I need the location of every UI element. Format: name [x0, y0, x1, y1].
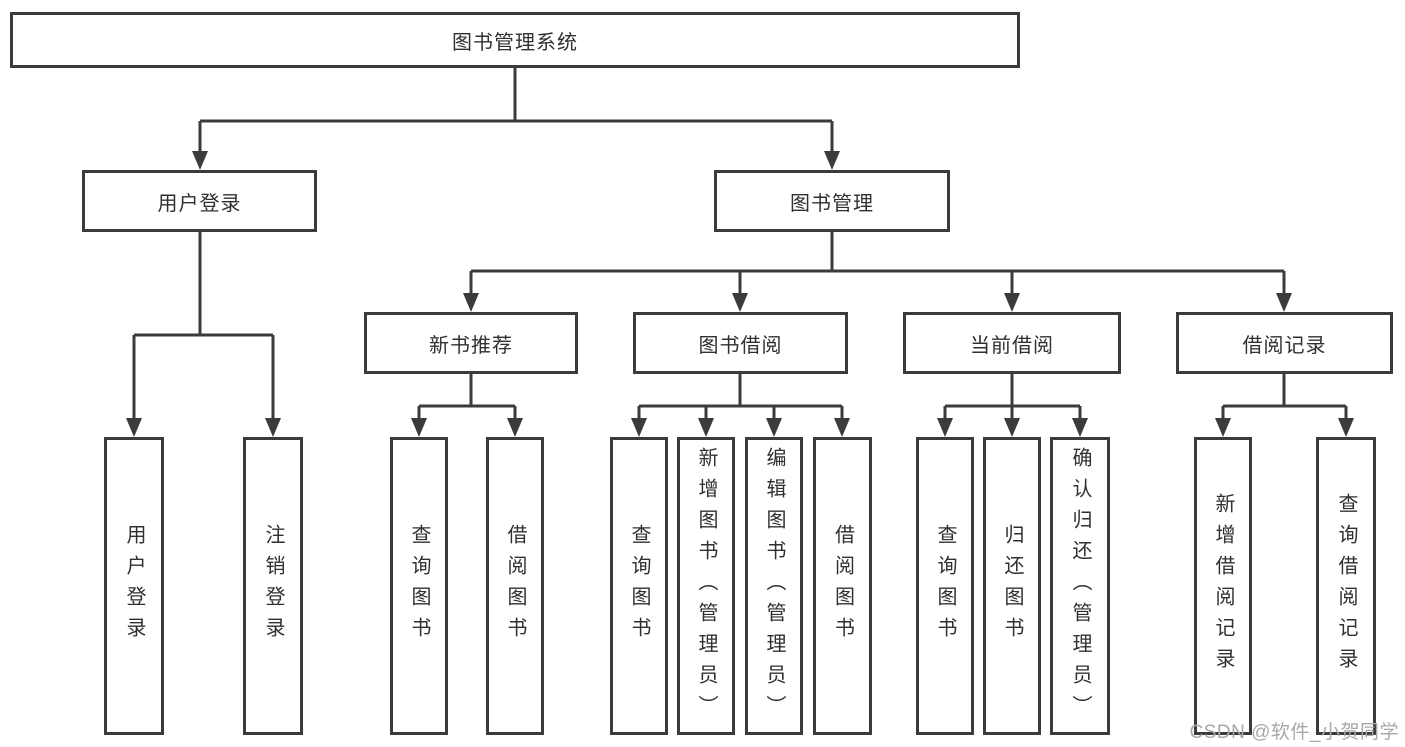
edge-new-book-children [417, 374, 517, 421]
leaf-query-books-current: 查询图书 [916, 437, 974, 735]
leaf-query-books-rec-label: 查询图书 [408, 524, 430, 648]
leaf-edit-books-admin: 编辑图书（管理员） [745, 437, 803, 735]
node-new-book-rec: 新书推荐 [364, 312, 578, 374]
leaf-return-books-label: 归还图书 [1001, 524, 1023, 648]
leaf-edit-books-admin-label: 编辑图书（管理员） [763, 446, 785, 726]
node-book-borrow: 图书借阅 [633, 312, 848, 374]
node-new-book-rec-label: 新书推荐 [429, 334, 513, 357]
node-user-login: 用户登录 [82, 170, 317, 232]
arrowheads [126, 151, 1354, 437]
leaf-user-login-label: 用户登录 [123, 524, 145, 648]
leaf-return-books: 归还图书 [983, 437, 1041, 735]
leaf-add-borrow-record-label: 新增借阅记录 [1212, 493, 1234, 679]
leaf-borrow-books-rec-label: 借阅图书 [504, 524, 526, 648]
leaf-add-books-admin-label: 新增图书（管理员） [695, 446, 717, 726]
node-root: 图书管理系统 [10, 12, 1020, 68]
node-borrow-records: 借阅记录 [1176, 312, 1393, 374]
leaf-logout-label: 注销登录 [262, 524, 284, 648]
leaf-query-books-borrow-label: 查询图书 [628, 524, 650, 648]
edge-root-to-level2 [198, 68, 834, 154]
leaf-user-login: 用户登录 [104, 437, 164, 735]
leaf-borrow-books-borrow: 借阅图书 [813, 437, 872, 735]
node-book-mgmt-label: 图书管理 [790, 192, 874, 215]
edge-borrow-records-children [1221, 374, 1348, 421]
edge-book-mgmt-children [469, 232, 1286, 296]
leaf-add-borrow-record: 新增借阅记录 [1194, 437, 1252, 735]
leaf-query-borrow-record-label: 查询借阅记录 [1335, 493, 1357, 679]
leaf-query-books-rec: 查询图书 [390, 437, 448, 735]
leaf-add-books-admin: 新增图书（管理员） [677, 437, 735, 735]
leaf-borrow-books-borrow-label: 借阅图书 [831, 524, 854, 648]
leaf-query-borrow-record: 查询借阅记录 [1316, 437, 1376, 735]
edge-current-borrow-children [943, 374, 1082, 421]
node-root-label: 图书管理系统 [452, 31, 578, 54]
csdn-watermark: CSDN @软件_小贺同学 [1189, 722, 1399, 743]
node-book-borrow-label: 图书借阅 [698, 334, 783, 357]
edge-user-login-children [132, 232, 275, 421]
edge-book-borrow-children [637, 374, 844, 421]
node-borrow-records-label: 借阅记录 [1242, 334, 1327, 357]
node-current-borrow-label: 当前借阅 [970, 334, 1054, 357]
leaf-borrow-books-rec: 借阅图书 [486, 437, 544, 735]
node-book-mgmt: 图书管理 [714, 170, 950, 232]
leaf-confirm-return-admin-label: 确认归还（管理员） [1069, 446, 1091, 726]
leaf-confirm-return-admin: 确认归还（管理员） [1050, 437, 1110, 735]
node-current-borrow: 当前借阅 [903, 312, 1121, 374]
leaf-query-books-current-label: 查询图书 [934, 524, 956, 648]
leaf-query-books-borrow: 查询图书 [610, 437, 668, 735]
node-user-login-label: 用户登录 [157, 192, 242, 215]
leaf-logout: 注销登录 [243, 437, 303, 735]
